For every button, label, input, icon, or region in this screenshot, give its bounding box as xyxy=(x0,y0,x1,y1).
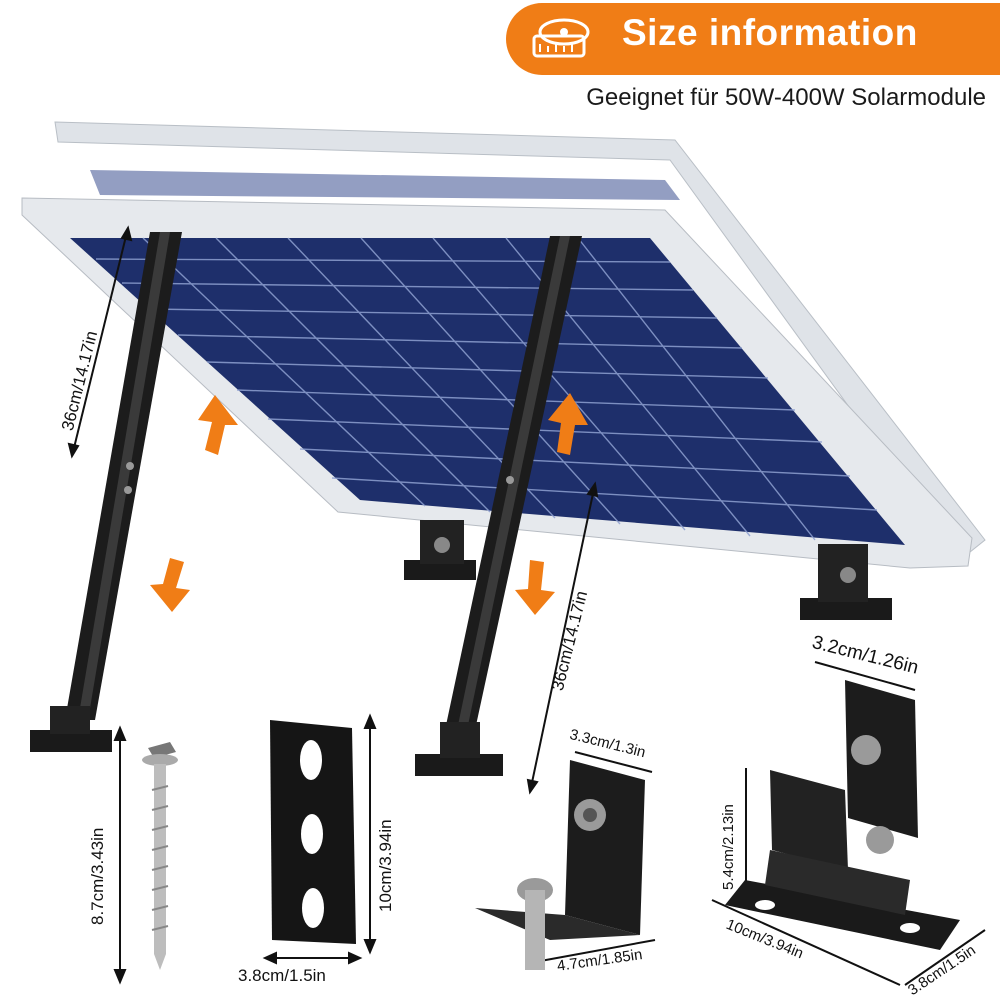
mount-top-dimension-line xyxy=(814,661,916,691)
arrow-up-icon xyxy=(198,395,238,455)
l-bracket-top-dimension-line xyxy=(574,751,653,773)
l-bracket-base-dimension-line xyxy=(534,939,656,963)
leg-right-dimension-line xyxy=(529,483,596,793)
z-mount-bracket xyxy=(725,680,960,950)
front-solar-panel xyxy=(21,197,973,569)
mount-length-dimension-line xyxy=(711,899,901,986)
plate-width-label: 3.8cm/1.5in xyxy=(238,966,326,985)
plate-height-label: 10cm/3.94in xyxy=(376,819,395,912)
measuring-tape-icon xyxy=(532,18,590,58)
l-bracket xyxy=(475,760,645,970)
arrow-up-icon xyxy=(548,393,588,455)
page-title: Size information xyxy=(622,12,918,53)
left-leg-bracket xyxy=(30,232,182,752)
mount-width-dimension-line xyxy=(904,929,986,986)
right-leg-bracket xyxy=(415,236,582,776)
leg-left-dimension-line xyxy=(71,227,129,457)
mount-height-label: 5.4cm/2.13in xyxy=(720,804,737,890)
screw-length-label: 8.7cm/3.43in xyxy=(88,827,107,925)
front-mount-right xyxy=(800,544,892,620)
connecting-plate xyxy=(270,720,356,944)
adjust-arrows xyxy=(150,393,588,615)
self-tapping-screw xyxy=(142,742,178,970)
front-mount-left xyxy=(404,520,476,580)
arrow-down-icon xyxy=(515,560,555,615)
compatibility-subtitle: Geeignet für 50W-400W Solarmodule xyxy=(586,84,986,111)
size-info-badge xyxy=(506,3,1000,75)
arrow-down-icon xyxy=(150,558,190,612)
